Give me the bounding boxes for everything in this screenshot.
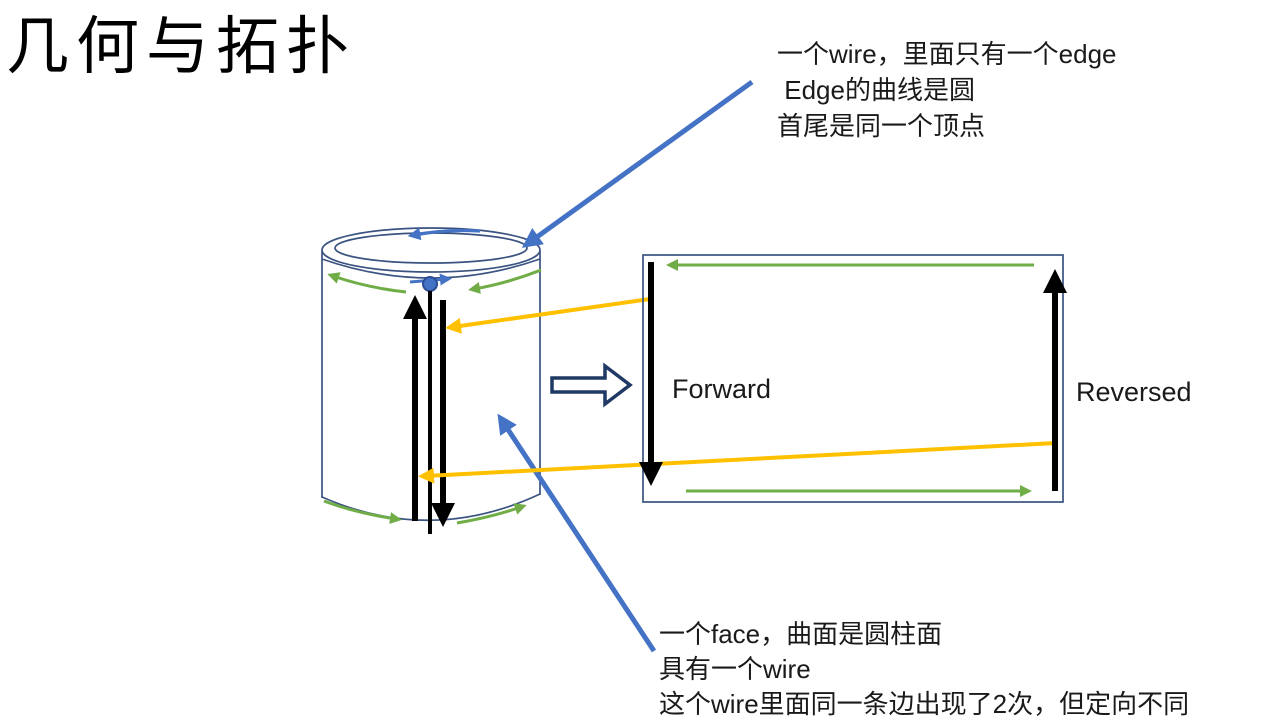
circle-edge-direction-arrow [407,227,481,241]
top-rim-left-direction-arrow [327,272,407,294]
cylinder [321,227,541,522]
annotation-wire-line: 首尾是同一个顶点 [777,111,986,141]
top-rim-right-direction-arrow [468,268,542,294]
callout-arrow-face [497,413,657,653]
cylinder-top-outer-ellipse [321,227,541,273]
callout-arrow-wire [521,79,754,248]
annotation-wire: 一个wire，里面只有一个edge Edge的曲线是圆 首尾是同一个顶点 [777,36,1117,144]
annotation-wire-line: 一个wire，里面只有一个edge [777,39,1117,69]
forward-edge-label: Forward [672,374,772,404]
uv-rectangle [642,254,1064,503]
annotation-face-line: 具有一个wire [659,654,811,684]
transform-block-arrow-icon [550,362,633,408]
map-arrow-reversed-edge [418,441,1057,484]
annotation-wire-line: Edge的曲线是圆 [777,75,975,105]
cylinder-rim-direction-arrows [323,268,542,525]
reversed-edge-label: Reversed [1076,377,1192,407]
vertex-dot [422,276,438,292]
annotation-face-line: 这个wire里面同一条边出现了2次，但定向不同 [659,689,1190,719]
slide-title: 几何与拓扑 [6,12,356,82]
bottom-rim-right-direction-arrow [456,503,527,525]
annotation-face-line: 一个face，曲面是圆柱面 [659,619,943,649]
map-arrow-forward-edge [445,297,651,334]
bottom-rim-left-direction-arrow [323,499,402,525]
annotation-face: 一个face，曲面是圆柱面 具有一个wire 这个wire里面同一条边出现了2次… [659,617,1189,722]
